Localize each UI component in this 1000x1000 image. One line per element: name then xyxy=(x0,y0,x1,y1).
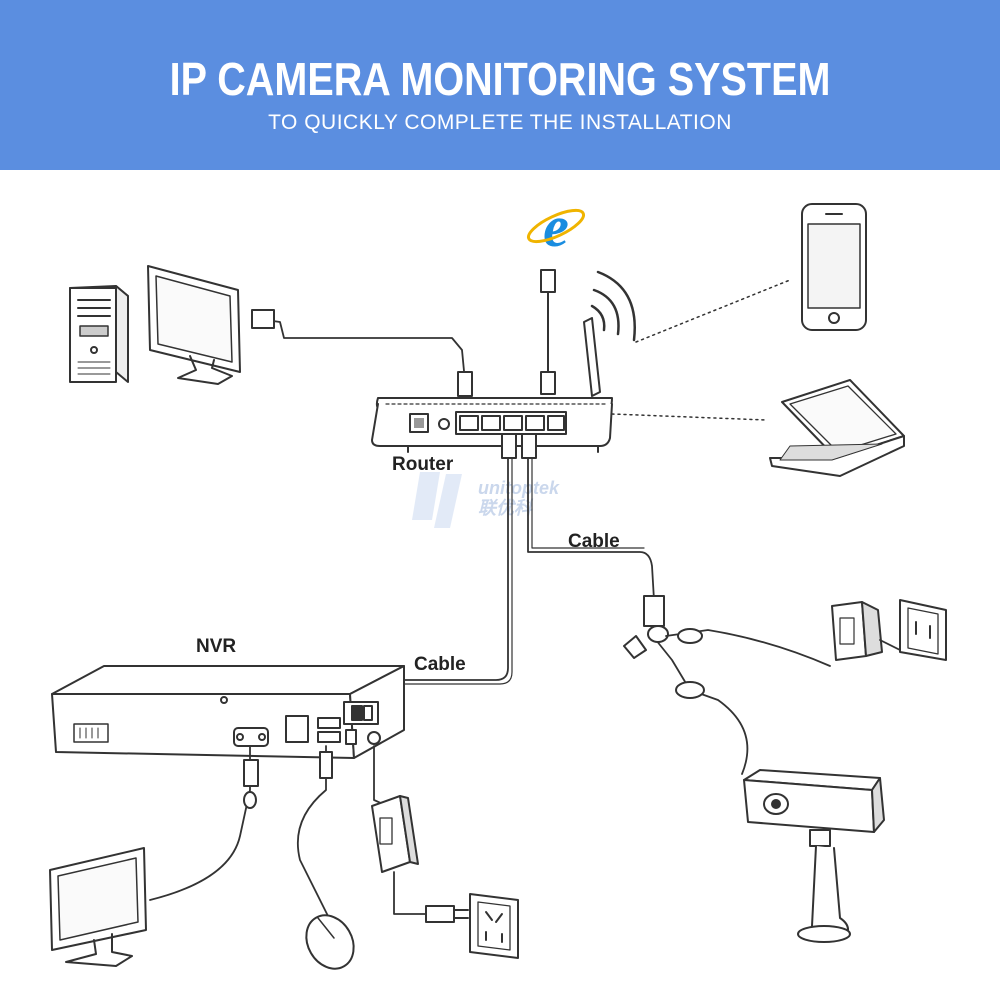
camera-splitter-cable xyxy=(653,599,749,775)
adapter-socket-cable xyxy=(393,871,431,915)
cable-label-nvr: Cable xyxy=(414,654,466,675)
nvr-label: NVR xyxy=(196,636,236,657)
wifi-link-laptop xyxy=(611,413,767,421)
desktop-tower-icon xyxy=(69,285,129,383)
nvr-monitor-cable xyxy=(149,745,251,901)
pc-cable xyxy=(251,317,467,393)
monitor-icon xyxy=(49,847,147,967)
router-antenna xyxy=(583,317,601,397)
page-subtitle: TO QUICKLY COMPLETE THE INSTALLATION xyxy=(268,111,732,134)
power-adapter-icon xyxy=(831,601,883,661)
bullet-camera-icon xyxy=(743,769,885,943)
nvr-power-cable xyxy=(373,745,393,809)
network-diagram: e xyxy=(49,194,947,970)
router-camera-cable-2 xyxy=(531,439,645,549)
wall-socket-icon xyxy=(899,599,947,661)
internet-explorer-icon: e xyxy=(526,194,586,259)
router-icon xyxy=(371,397,613,453)
watermark-brand-cn: 联优科 xyxy=(478,498,534,518)
laptop-icon xyxy=(769,379,905,477)
svg-text:e: e xyxy=(543,194,569,259)
pc-cable-plug xyxy=(251,309,275,329)
monitor-icon xyxy=(147,265,241,385)
watermark-brand: unitoptek xyxy=(478,478,560,498)
wifi-signal-icon xyxy=(590,270,636,342)
nvr-icon xyxy=(51,665,405,759)
wifi-link-phone xyxy=(635,279,791,343)
cable-label-camera: Cable xyxy=(568,531,620,552)
camera-dc-cable xyxy=(665,629,831,667)
wall-socket-icon xyxy=(469,893,519,959)
header-banner: IP CAMERA MONITORING SYSTEM TO QUICKLY C… xyxy=(0,0,1000,170)
router-camera-cable xyxy=(527,439,655,601)
power-adapter-icon xyxy=(371,795,419,873)
mouse-icon xyxy=(305,914,355,970)
watermark: unitoptek 联优科 xyxy=(412,472,560,528)
smartphone-icon xyxy=(801,203,867,331)
page-title: IP CAMERA MONITORING SYSTEM xyxy=(169,53,831,105)
router-nvr-cable-2 xyxy=(305,439,513,685)
router-label: Router xyxy=(392,454,454,475)
router-lan-plug-left xyxy=(457,371,473,397)
nvr-mouse-cable xyxy=(296,745,331,921)
